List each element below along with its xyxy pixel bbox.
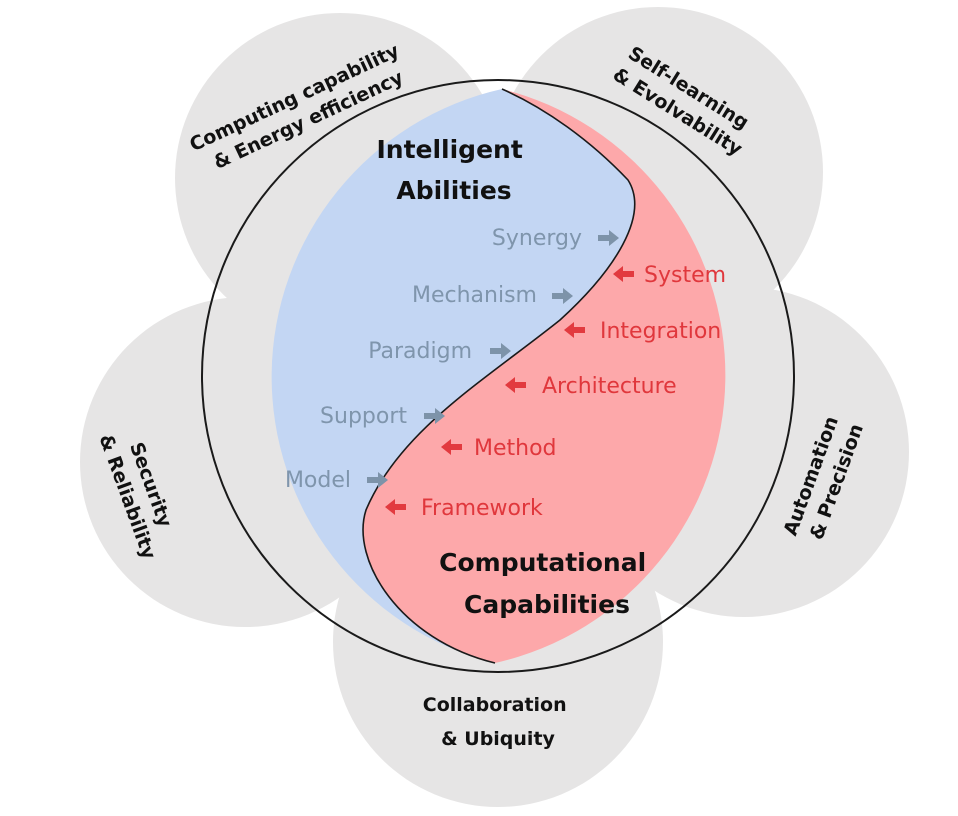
computational-items: System Integration Architecture Method F… bbox=[385, 263, 726, 521]
item-synergy: Synergy bbox=[492, 226, 619, 251]
item-support-label: Support bbox=[320, 404, 407, 429]
petal-label-collaboration: Collaboration & Ubiquity bbox=[423, 694, 574, 750]
arrow-right-icon bbox=[552, 288, 573, 304]
item-framework-label: Framework bbox=[421, 496, 543, 521]
computational-capabilities-title-line2: Capabilities bbox=[464, 590, 630, 619]
item-synergy-label: Synergy bbox=[492, 226, 582, 251]
item-architecture-label: Architecture bbox=[542, 374, 677, 399]
item-paradigm: Paradigm bbox=[368, 339, 511, 364]
intelligent-abilities-title: Intelligent Abilities bbox=[376, 135, 531, 205]
arrow-left-icon bbox=[613, 266, 634, 282]
item-framework: Framework bbox=[385, 496, 543, 521]
computational-capabilities-title-line1: Computational bbox=[439, 548, 646, 577]
item-model-label: Model bbox=[285, 468, 351, 493]
computational-capabilities-title: Computational Capabilities bbox=[439, 548, 655, 619]
item-system: System bbox=[613, 263, 726, 288]
intelligent-abilities-half bbox=[271, 89, 635, 663]
s-curve-divider bbox=[362, 88, 636, 664]
arrow-left-icon bbox=[385, 499, 406, 515]
arrow-right-icon bbox=[424, 408, 445, 424]
petal-label-collaboration-line1: Collaboration bbox=[423, 694, 567, 716]
petal-label-collaboration-line2: & Ubiquity bbox=[441, 728, 555, 750]
item-model: Model bbox=[285, 468, 388, 493]
item-system-label: System bbox=[644, 263, 726, 288]
item-method-label: Method bbox=[474, 436, 557, 461]
arrow-left-icon bbox=[505, 377, 526, 393]
item-integration-label: Integration bbox=[600, 319, 721, 344]
central-circle-outline bbox=[201, 79, 795, 673]
arrow-right-icon bbox=[490, 343, 511, 359]
arrow-right-icon bbox=[598, 230, 619, 246]
arrow-left-icon bbox=[564, 322, 585, 338]
item-mechanism: Mechanism bbox=[412, 283, 573, 308]
item-support: Support bbox=[320, 404, 445, 429]
intelligent-abilities-title-line2: Abilities bbox=[396, 176, 511, 205]
arrow-right-icon bbox=[367, 472, 388, 488]
central-circle bbox=[201, 79, 795, 673]
arrow-left-icon bbox=[441, 439, 462, 455]
item-method: Method bbox=[441, 436, 557, 461]
item-mechanism-label: Mechanism bbox=[412, 283, 537, 308]
intelligent-abilities-title-line1: Intelligent bbox=[376, 135, 522, 164]
item-paradigm-label: Paradigm bbox=[368, 339, 472, 364]
item-architecture: Architecture bbox=[505, 374, 677, 399]
computational-capabilities-half bbox=[363, 89, 726, 663]
item-integration: Integration bbox=[564, 319, 721, 344]
intelligent-items: Synergy Mechanism Paradigm Support Model bbox=[285, 226, 619, 493]
